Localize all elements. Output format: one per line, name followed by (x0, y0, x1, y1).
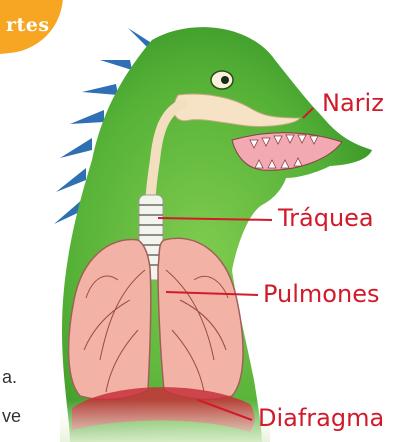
eye-icon (211, 71, 233, 89)
label-diafragma: Diafragma (258, 404, 384, 432)
label-traquea: Tráquea (278, 204, 374, 232)
background-text-fragment: a. (2, 367, 17, 388)
label-pulmones: Pulmones (263, 280, 379, 308)
label-nariz: Nariz (322, 89, 384, 117)
background-text-fragment: ve (2, 406, 21, 427)
